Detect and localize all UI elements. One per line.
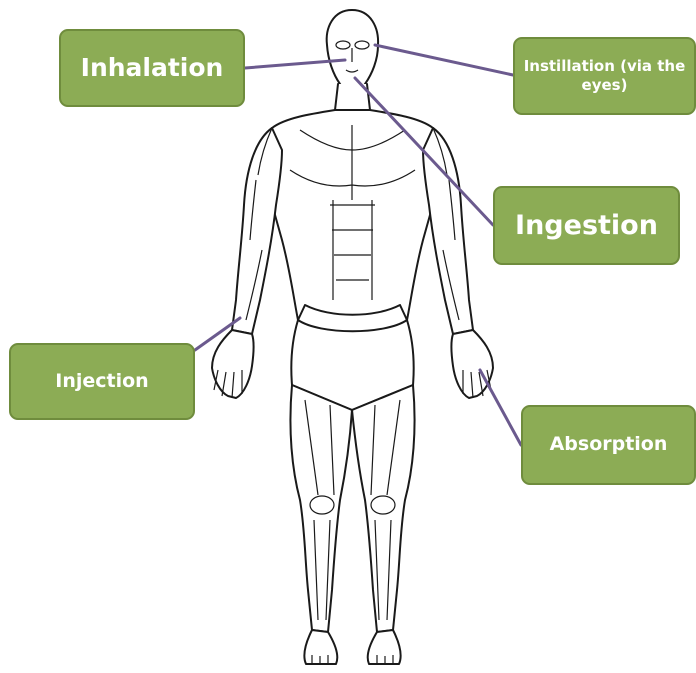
left-foot: [304, 630, 337, 664]
label-injection-text: Injection: [55, 370, 148, 394]
label-injection: Injection: [9, 343, 195, 420]
connector-absorption: [480, 370, 521, 445]
label-instillation: Instillation (via the eyes): [513, 37, 696, 115]
human-body-figure: [212, 10, 493, 664]
left-arm: [232, 128, 282, 334]
left-leg: [290, 385, 352, 632]
label-absorption-text: Absorption: [550, 433, 668, 457]
label-absorption: Absorption: [521, 405, 696, 485]
right-foot: [368, 630, 401, 664]
label-instillation-text: Instillation (via the eyes): [523, 57, 686, 95]
label-ingestion: Ingestion: [493, 186, 680, 265]
label-inhalation-text: Inhalation: [81, 52, 224, 83]
connector-instillation: [375, 45, 513, 75]
right-leg: [352, 385, 415, 632]
label-inhalation: Inhalation: [59, 29, 245, 107]
label-ingestion-text: Ingestion: [515, 209, 658, 243]
